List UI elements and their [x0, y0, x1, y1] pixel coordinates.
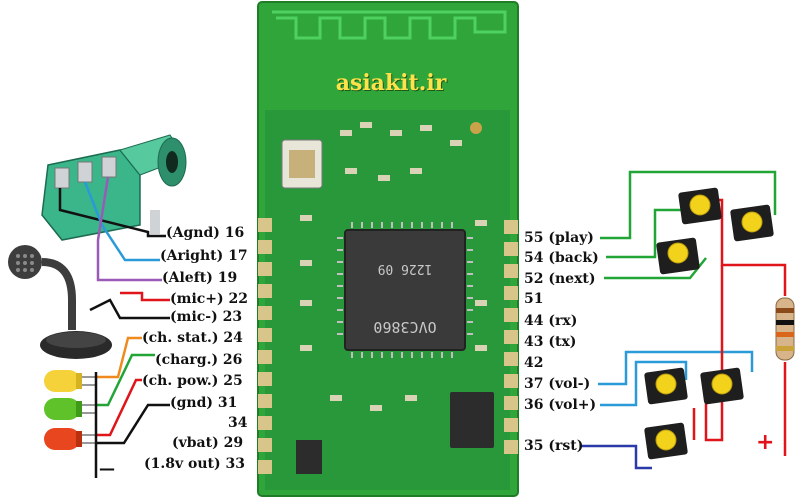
wire-ch-stat [96, 336, 142, 379]
pin-label-aright: (Aright) 17 [160, 248, 248, 264]
ic-marking-bottom: OVC3860 [373, 318, 436, 336]
wire-vol-plus [600, 360, 688, 407]
pin-label-ch-pow: (ch. pow.) 25 [142, 373, 243, 389]
pin-label-mic-plus: (mic+) 22 [170, 291, 248, 307]
pin-label-charg: (charg.) 26 [155, 352, 243, 368]
pin-label-vol-plus: 36 (vol+) [524, 397, 597, 413]
antenna-trace [272, 10, 507, 40]
pin-label-back: 54 (back) [524, 250, 599, 266]
pin-label-tx: 43 (tx) [524, 334, 577, 350]
pin-label-gnd: (gnd) 31 [170, 395, 238, 411]
wire-charg [96, 353, 155, 407]
pin-label-34: 34 [228, 415, 248, 431]
button-back[interactable] [656, 237, 700, 275]
pin-label-51: 51 [524, 291, 544, 307]
left-edge-pads [258, 218, 272, 474]
led-orange [44, 370, 96, 392]
pin-label-vol-minus: 37 (vol-) [524, 376, 591, 392]
ic-marking-top: 1226 09 [378, 261, 433, 276]
pin-label-next: 52 (next) [524, 271, 596, 287]
right-edge-pads [504, 220, 518, 454]
pin-label-agnd: (Agnd) 16 [166, 225, 245, 241]
right-wiring [580, 170, 787, 470]
supply-minus-sign: — [99, 459, 115, 478]
pin-label-42: 42 [524, 355, 544, 371]
wire-rst [580, 444, 652, 470]
pin-label-aleft: (Aleft) 19 [162, 270, 238, 286]
resistor [775, 297, 795, 361]
button-vol-minus[interactable] [700, 367, 744, 405]
button-vol-plus[interactable] [644, 367, 688, 405]
button-rst[interactable] [644, 422, 688, 460]
wire-gnd [96, 403, 170, 445]
wire-aleft [96, 176, 162, 282]
led-green [44, 398, 96, 420]
wire-mic-minus [89, 298, 170, 320]
main-ic-chip [344, 229, 466, 351]
pin-label-mic-minus: (mic-) 23 [170, 309, 243, 325]
brand-watermark: asiakit.ir [335, 70, 447, 96]
wire-aright [83, 181, 160, 262]
pin-label-rst: 35 (rst) [524, 438, 584, 454]
supply-plus-sign: + [756, 430, 775, 455]
wire-next [604, 257, 707, 280]
left-wiring [58, 176, 170, 478]
wire-ch-pow [96, 378, 142, 437]
pin-label-rx: 44 (rx) [524, 313, 578, 329]
microphone [8, 245, 112, 359]
button-play-2[interactable] [730, 204, 774, 242]
pin-label-play: 55 (play) [524, 230, 594, 246]
flash-chip [450, 392, 494, 448]
pin-label-1v8-out: (1.8v out) 33 [144, 456, 245, 472]
led-red [44, 428, 96, 450]
button-play[interactable] [678, 187, 722, 225]
bt-module-board: 1226 09 OVC3860 [257, 1, 519, 497]
pin-label-ch-stat: (ch. stat.) 24 [142, 330, 243, 346]
wire-agnd [58, 188, 166, 238]
wire-mic-plus [120, 291, 170, 302]
wire-back [606, 208, 690, 259]
pin-label-vbat: (vbat) 29 [172, 435, 244, 451]
wire-play [600, 170, 777, 240]
wire-vcc-buttons [704, 265, 724, 442]
wire-vol-minus [598, 350, 754, 386]
